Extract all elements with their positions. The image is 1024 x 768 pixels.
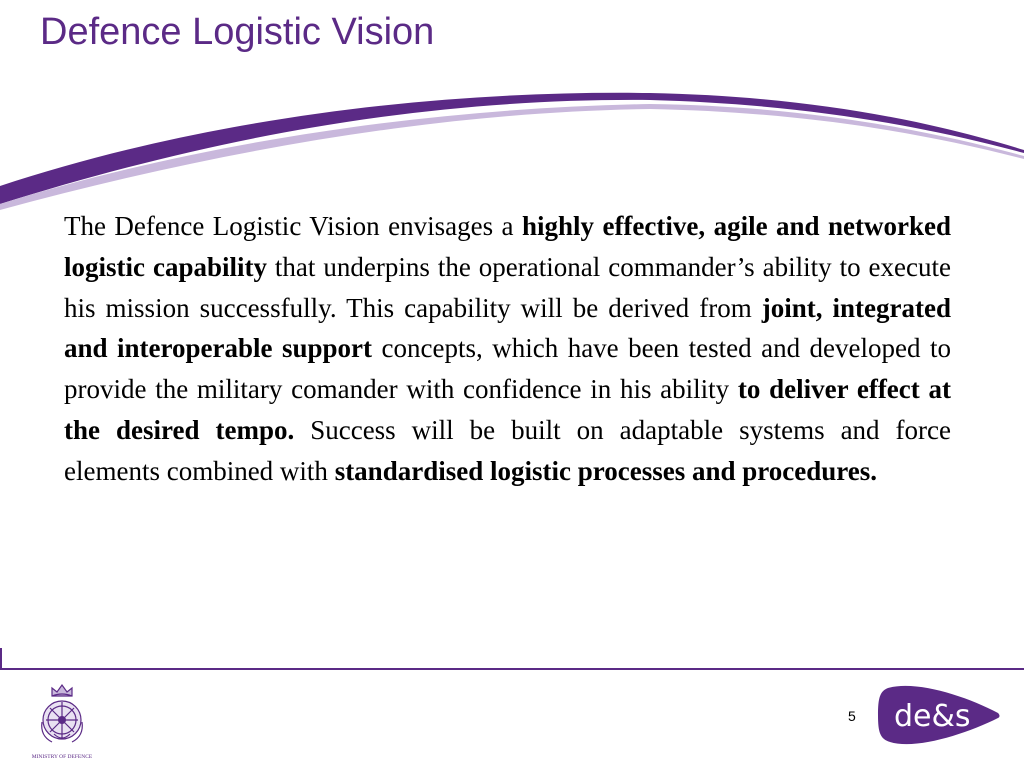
mod-logo-caption: MINISTRY OF DEFENCE (32, 754, 93, 760)
body-text-run: that underpins the operational commander… (64, 251, 951, 323)
des-logo: de&s (878, 685, 1000, 745)
body-text-emphasis: highly effective, agile and networked lo… (64, 211, 951, 282)
body-text-emphasis: joint, integrated and interoperable supp… (64, 292, 951, 364)
body-text-run: concepts, which have been tested and dev… (64, 333, 952, 405)
slide-title: Defence Logistic Vision (40, 11, 435, 53)
header-swoosh (0, 92, 1024, 210)
ministry-of-defence-logo: MINISTRY OF DEFENCE (32, 683, 93, 760)
footer-divider (0, 668, 1024, 670)
body-text-run: Success will be built on adaptable syste… (64, 414, 951, 486)
body-paragraph: The Defence Logistic Vision envisages a … (64, 206, 951, 492)
body-text-emphasis: to deliver effect at the desired tempo. (64, 374, 951, 445)
des-logo-text: de&s (894, 699, 971, 734)
body-text-emphasis: standardised logistic processes and proc… (334, 455, 877, 486)
left-edge-marker (0, 648, 2, 668)
body-text-run: The Defence Logistic Vision envisages a (64, 211, 522, 241)
page-number: 5 (848, 708, 856, 724)
